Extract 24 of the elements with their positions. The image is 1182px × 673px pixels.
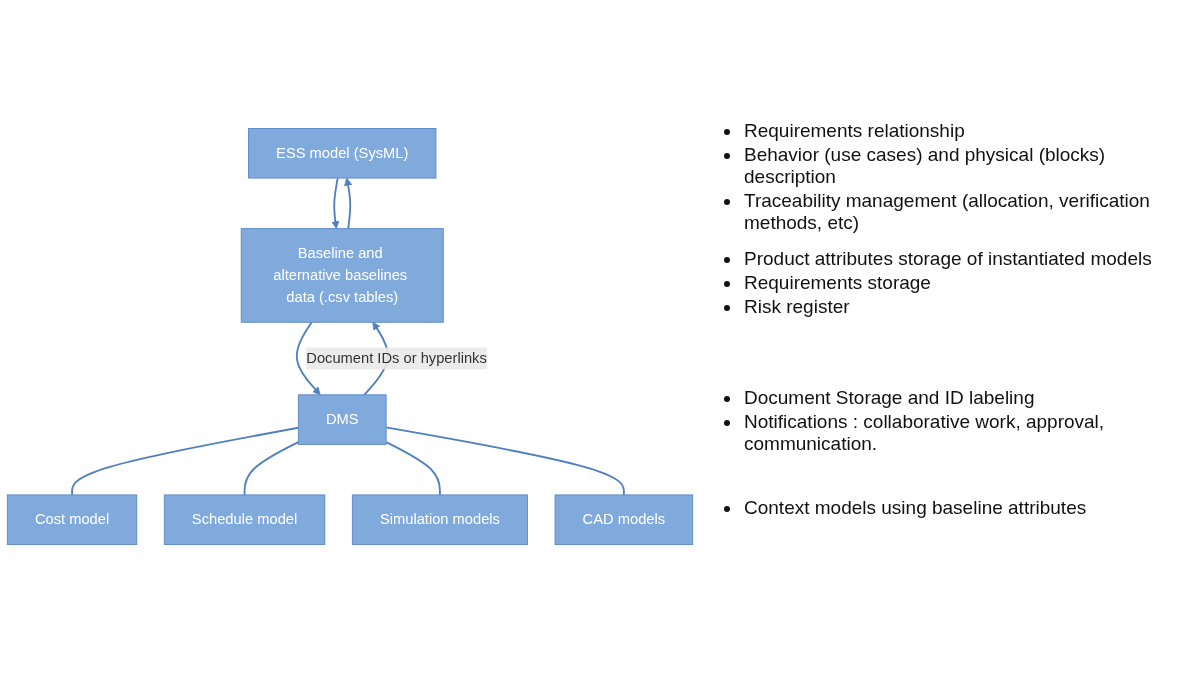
node-box: DMS bbox=[297, 394, 387, 445]
node-box: Schedule model bbox=[163, 494, 326, 545]
node-box: Cost model bbox=[6, 494, 138, 545]
connector bbox=[385, 426, 625, 496]
arrow bbox=[295, 321, 321, 396]
bullet-text: Behavior (use cases) and physical (blocks) description bbox=[744, 144, 1107, 189]
arrow bbox=[331, 177, 340, 229]
bullet-text: Context models using baseline attributes bbox=[744, 496, 1088, 519]
bullet-text: Document Storage and ID labeling bbox=[744, 386, 1036, 409]
bullet-text: Notifications : collaborative work, approval, communication. bbox=[744, 410, 1106, 455]
connector bbox=[71, 426, 300, 496]
bullet-text: Traceability management (allocation, verification methods, etc) bbox=[744, 190, 1151, 235]
connector bbox=[243, 441, 300, 496]
node-box: Simulation models bbox=[351, 494, 528, 545]
node-box: CAD models bbox=[554, 494, 694, 545]
bullet-text: Product attributes storage of instantiated models bbox=[744, 248, 1153, 271]
edge-label: Document IDs or hyperlinks bbox=[306, 350, 487, 366]
bullet-text: Requirements relationship bbox=[744, 120, 966, 143]
bullet-text: Requirements storage bbox=[744, 272, 932, 295]
bullet-text: Risk register bbox=[744, 296, 851, 319]
node-box: Baseline and alternative baselines data (.csv tables) bbox=[240, 228, 444, 323]
connector bbox=[385, 441, 441, 496]
node-box: ESS model (SysML) bbox=[248, 128, 437, 179]
arrow bbox=[344, 177, 353, 230]
